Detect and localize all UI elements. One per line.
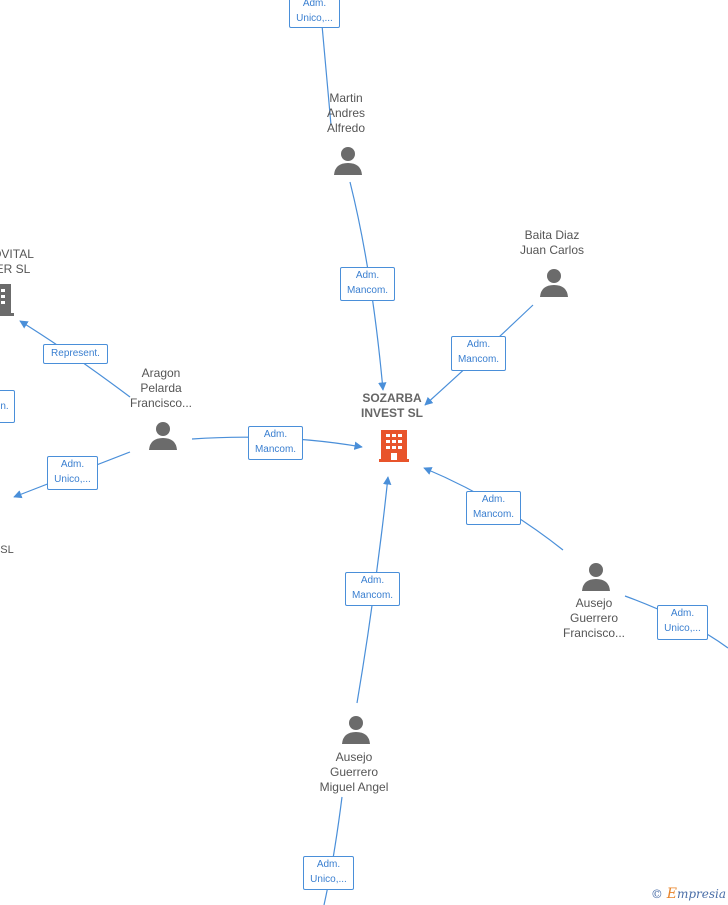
- person-ausejo-miguel-label[interactable]: Ausejo Guerrero Miguel Angel: [319, 750, 389, 794]
- person-icon[interactable]: [341, 715, 371, 745]
- person-martin-label[interactable]: Martin Andres Alfredo: [326, 91, 366, 135]
- edge-label-ausejom-bottom[interactable]: Adm. Unico,...: [303, 856, 354, 890]
- copyright-icon: ©: [650, 887, 663, 901]
- edge-label-aragon-sl[interactable]: Adm. Unico,...: [47, 456, 98, 490]
- edge-label-aragon-left-partial[interactable]: n.: [0, 390, 15, 423]
- building-icon[interactable]: [378, 428, 410, 462]
- person-icon[interactable]: [148, 421, 178, 451]
- person-baita-label[interactable]: Baita Diaz Juan Carlos: [519, 228, 585, 257]
- person-aragon-label[interactable]: Aragon Pelarda Francisco...: [129, 366, 192, 410]
- empresia-watermark: © Empresia: [651, 886, 726, 902]
- edge-label-ausejof-right[interactable]: Adm. Unico,...: [657, 605, 708, 640]
- edge-label-ausejof-center[interactable]: Adm. Mancom.: [466, 491, 521, 525]
- brand-name: mpresia: [676, 887, 726, 901]
- building-icon[interactable]: [0, 282, 14, 316]
- person-icon[interactable]: [539, 268, 569, 298]
- company-sl-label[interactable]: SL: [0, 544, 14, 556]
- edge-label-baita-center[interactable]: Adm. Mancom.: [451, 336, 506, 371]
- edge-martin-top: [321, 24, 332, 126]
- brand-initial: E: [666, 886, 677, 902]
- edge-label-aragon-center[interactable]: Adm. Mancom.: [248, 426, 303, 460]
- person-icon[interactable]: [581, 562, 611, 592]
- edge-label-aragon-ovital[interactable]: Represent.: [43, 344, 108, 364]
- company-ovital-label[interactable]: OVITAL ER SL: [0, 247, 34, 276]
- edge-label-martin-top[interactable]: Adm. Unico,...: [289, 0, 340, 28]
- person-ausejo-francisco-label[interactable]: Ausejo Guerrero Francisco...: [562, 596, 625, 640]
- person-icon[interactable]: [333, 146, 363, 176]
- edge-label-martin-center[interactable]: Adm. Mancom.: [340, 267, 395, 301]
- edge-ausejom-bottom: [323, 796, 343, 905]
- edge-label-ausejom-center[interactable]: Adm. Mancom.: [345, 572, 400, 606]
- center-company-label[interactable]: SOZARBA INVEST SL: [360, 391, 423, 420]
